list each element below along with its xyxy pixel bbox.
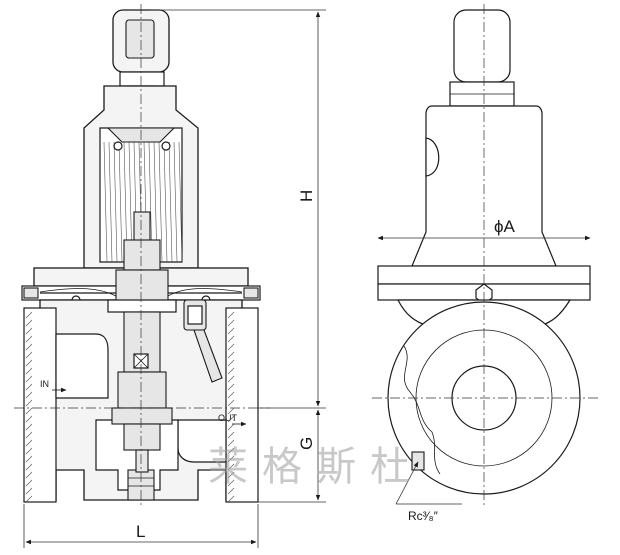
pilot-port (183, 299, 223, 383)
hatch-line (25, 391, 33, 399)
hatch-line (227, 399, 235, 407)
hatch-line (227, 487, 235, 495)
side-view: ϕA Rc³⁄₈″ (372, 4, 598, 523)
spring-coil-line (168, 141, 173, 263)
spring-coil-line (108, 141, 113, 263)
hatch-line (25, 367, 33, 375)
hatch-line (227, 319, 235, 327)
length-dimension-label: L (136, 522, 145, 541)
hatch-line (227, 327, 235, 335)
hatch-line (25, 311, 33, 319)
hatch-line (25, 495, 33, 503)
hatch-line (227, 351, 235, 359)
hatch-line (227, 463, 235, 471)
hatch-line (25, 343, 33, 351)
hatch-line (227, 479, 235, 487)
hatch-line (25, 439, 33, 447)
hatch-line (25, 407, 33, 415)
hatch-line (227, 383, 235, 391)
spring-coil-line (113, 141, 118, 263)
hatch-line (25, 431, 33, 439)
hatch-line (227, 423, 235, 431)
hatch-line (25, 455, 33, 463)
hatch-line (227, 455, 235, 463)
hatch-line (25, 447, 33, 455)
hatch-line (227, 471, 235, 479)
hatch-line (25, 423, 33, 431)
hatch-line (227, 415, 235, 423)
spring-coil-line (103, 141, 108, 263)
port-thread-label: Rc³⁄₈″ (408, 509, 439, 523)
hatch-line (227, 367, 235, 375)
hatch-line (25, 383, 33, 391)
hatch-line (227, 431, 235, 439)
diameter-dimension-label: ϕA (494, 217, 516, 236)
hatch-line (25, 487, 33, 495)
hatch-line (227, 375, 235, 383)
hatch-line (25, 335, 33, 343)
hatch-line (25, 463, 33, 471)
outlet-label-group: OUT (218, 413, 247, 427)
inlet-label: IN (40, 379, 49, 389)
hatch-line (25, 327, 33, 335)
dimension-lines: H G L (23, 9, 326, 548)
section-hatching (25, 311, 235, 503)
hatch-line (227, 359, 235, 367)
hatch-line (227, 407, 235, 415)
hatch-line (227, 439, 235, 447)
hatch-line (227, 391, 235, 399)
inlet-label-group: IN (40, 379, 67, 393)
spring-coil-line (178, 141, 183, 263)
spring-coil-line (158, 141, 163, 263)
hatch-line (227, 343, 235, 351)
valve-stem-assembly (39, 211, 243, 473)
hatch-line (25, 351, 33, 359)
hatch-line (25, 375, 33, 383)
hatch-line (227, 495, 235, 503)
hatch-line (227, 447, 235, 455)
hatch-line (25, 319, 33, 327)
height-dimension-label: H (297, 190, 316, 202)
hatch-line (25, 359, 33, 367)
hatch-line (227, 311, 235, 319)
hatch-line (227, 335, 235, 343)
spring-coil-line (163, 141, 168, 263)
spring-coil-line (173, 141, 178, 263)
hatch-line (25, 415, 33, 423)
hatch-line (25, 479, 33, 487)
outlet-label: OUT (218, 413, 238, 423)
g-dimension-label: G (297, 437, 316, 450)
watermark-text: 莱格斯杜 (208, 444, 424, 490)
front-section-view: IN OUT (14, 4, 270, 508)
hatch-line (25, 399, 33, 407)
spring-coil-line (118, 141, 123, 263)
hatch-line (25, 471, 33, 479)
